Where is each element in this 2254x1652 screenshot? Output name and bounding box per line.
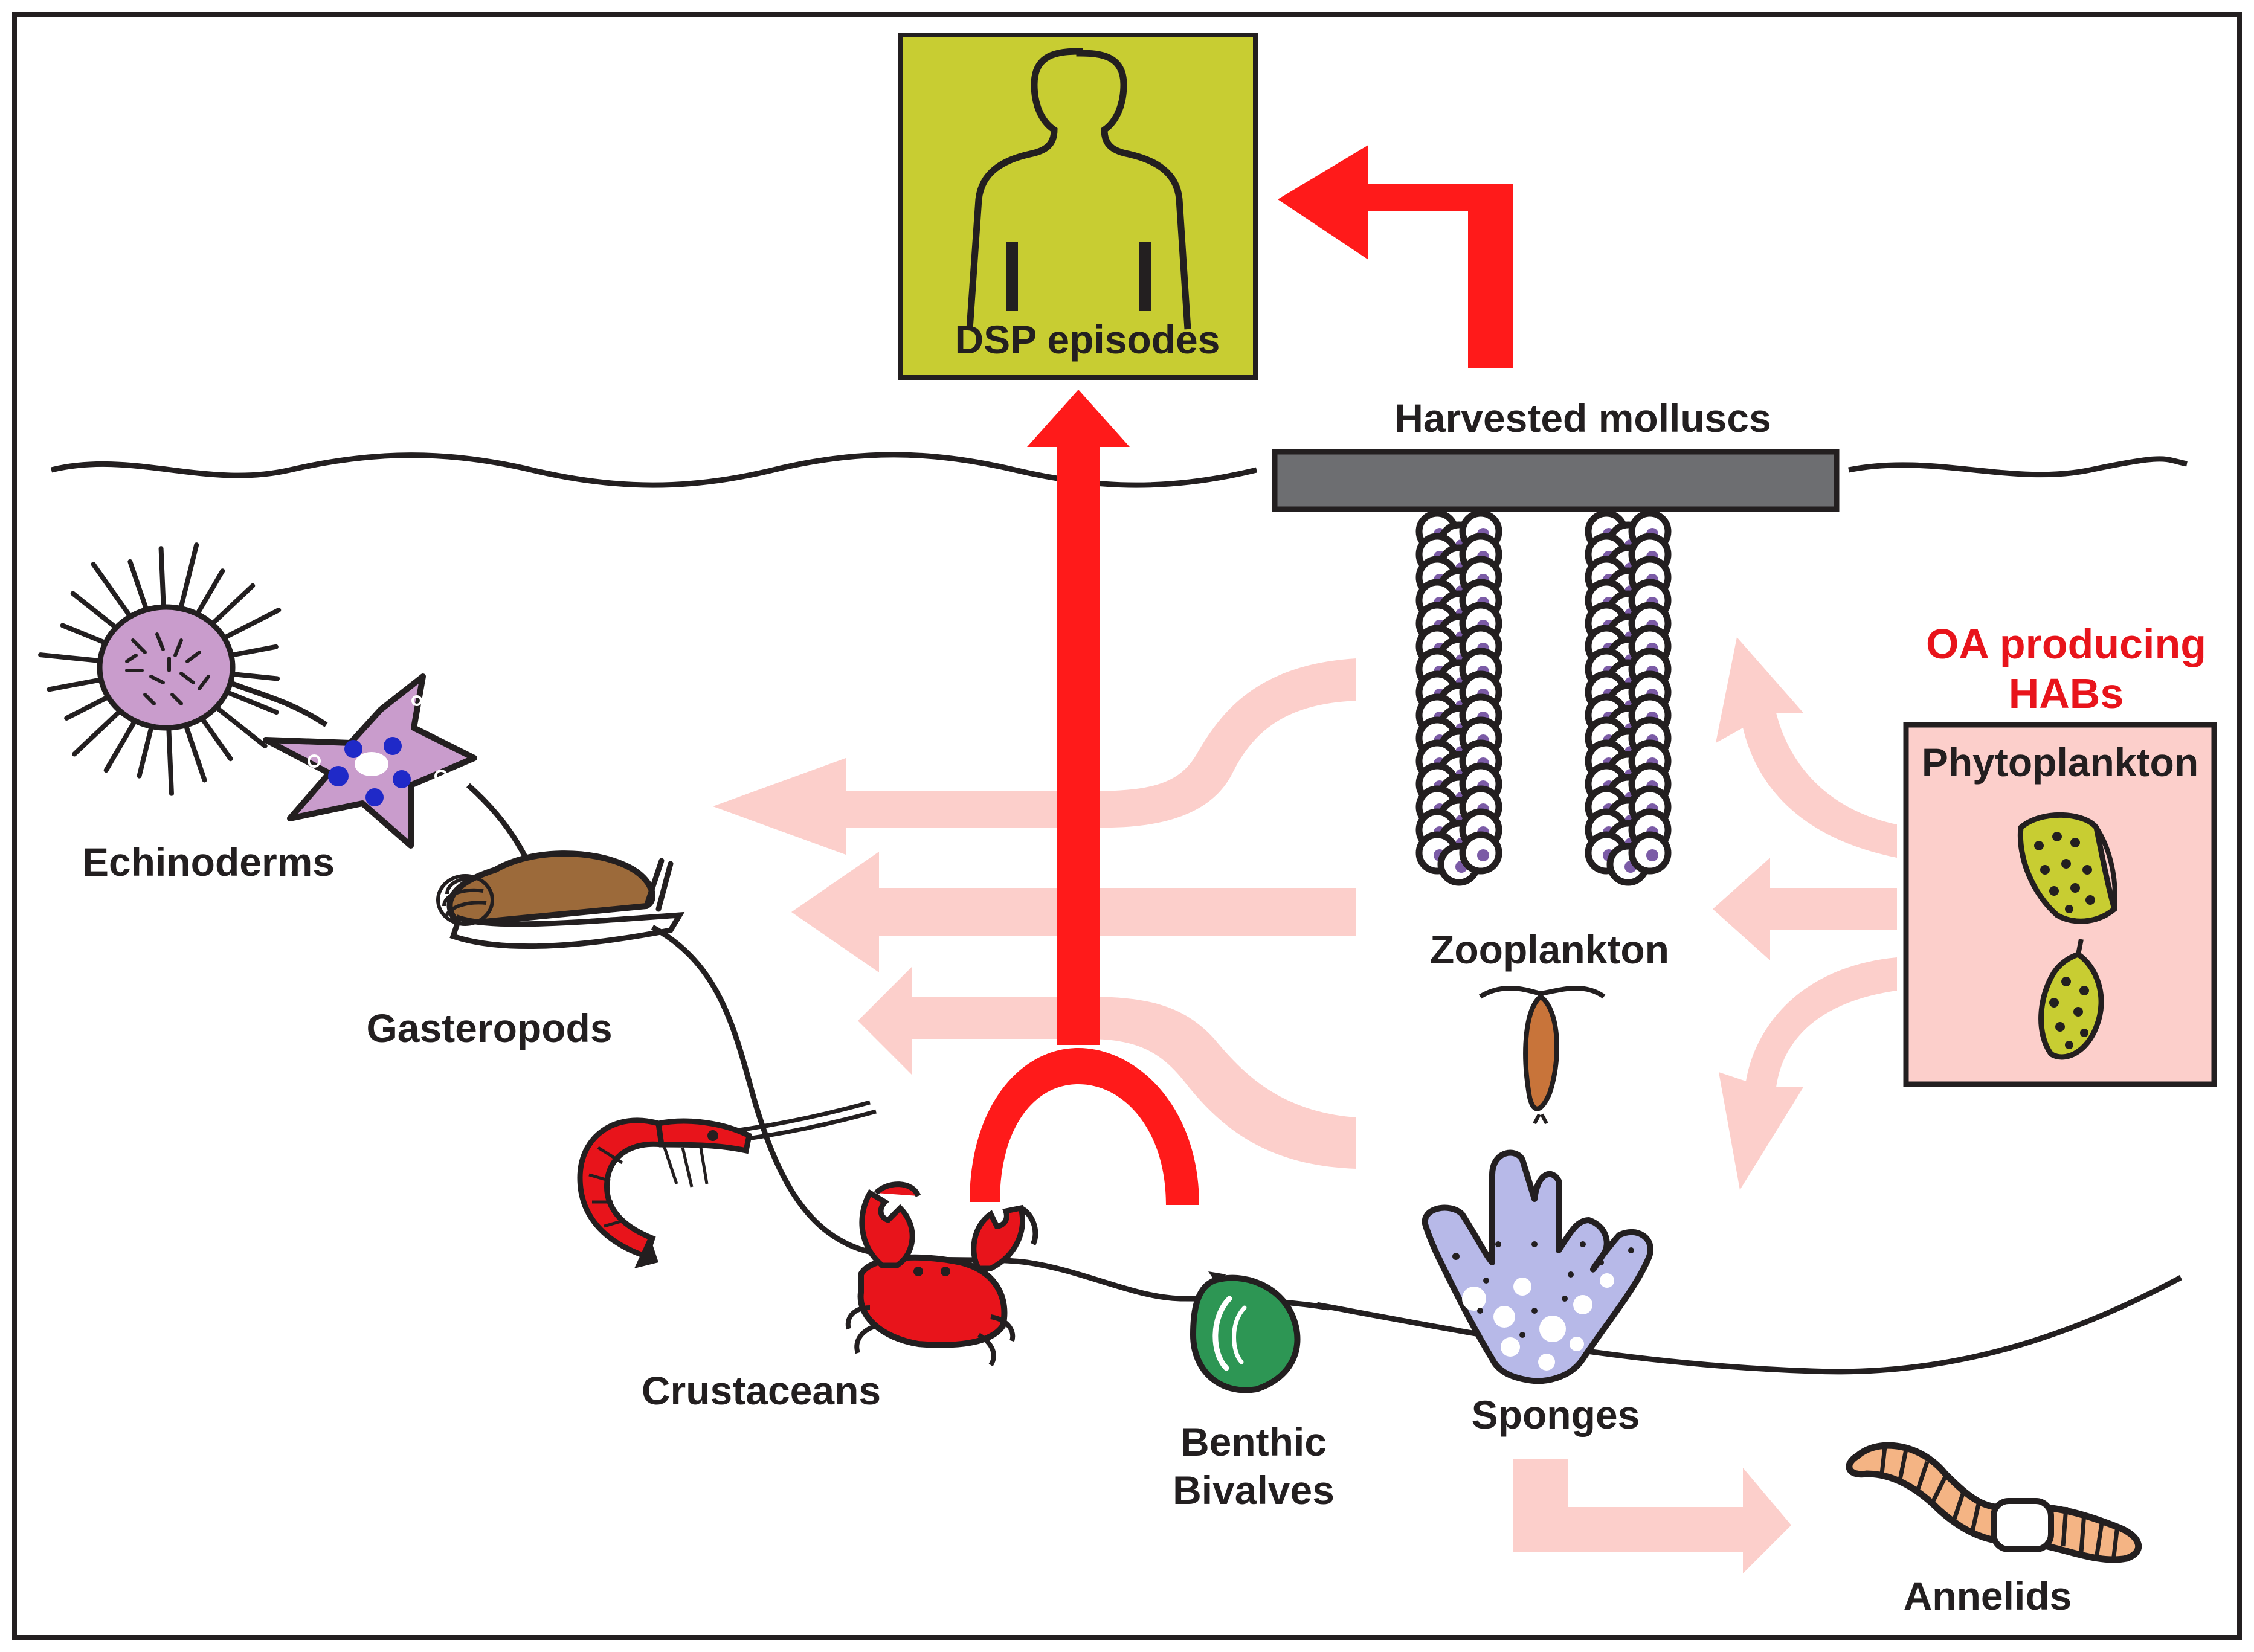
urchin-spine bbox=[208, 701, 268, 748]
red-transfer-arrows bbox=[970, 145, 1513, 1205]
oa-producing-label: OA producing bbox=[1926, 620, 2206, 667]
mussel-shell bbox=[1459, 831, 1502, 875]
urchin-spine bbox=[137, 721, 155, 779]
pink-arrow-upper-right bbox=[1716, 637, 1897, 858]
dsp-episodes-label: DSP episodes bbox=[955, 317, 1220, 362]
bivalve-icon bbox=[1190, 1271, 1301, 1393]
pink-arrow-lower-right bbox=[1719, 957, 1897, 1190]
urchin-spine bbox=[72, 704, 127, 757]
pink-arrow-annelids bbox=[1513, 1459, 1791, 1573]
gasteropods-label: Gasteropods bbox=[366, 1006, 612, 1050]
pink-arrow-mid-right bbox=[1713, 858, 1897, 960]
seabed-line bbox=[1316, 1275, 2183, 1375]
annelids-label: Annelids bbox=[1904, 1573, 2072, 1618]
urchin-spine bbox=[166, 722, 174, 796]
pink-arrow-left-1 bbox=[713, 658, 1356, 855]
crustaceans-label: Crustaceans bbox=[642, 1368, 881, 1413]
urchin-spine bbox=[91, 562, 136, 623]
habs-label: HABs bbox=[2009, 670, 2124, 717]
snail-icon bbox=[436, 850, 685, 950]
echinoderms-label: Echinoderms bbox=[82, 840, 335, 884]
urchin-spine bbox=[70, 591, 124, 634]
urchin-spine bbox=[103, 715, 140, 773]
worm-icon bbox=[1846, 1442, 2142, 1563]
pink-flow-arrows-right bbox=[1713, 637, 1897, 1190]
food-chain-link-star-snail bbox=[466, 783, 529, 860]
sponges-label: Sponges bbox=[1472, 1392, 1640, 1437]
urchin-spine bbox=[158, 546, 166, 613]
phytoplankton-label: Phytoplankton bbox=[1922, 740, 2198, 785]
pink-arrow-left-3 bbox=[858, 966, 1356, 1169]
crab-icon bbox=[845, 1181, 1038, 1367]
mussel-rope-icon bbox=[1415, 510, 1672, 886]
mussel-shell bbox=[1628, 831, 1672, 875]
urchin-spine bbox=[177, 542, 199, 614]
urchin-spine bbox=[192, 568, 225, 620]
starfish-icon bbox=[263, 673, 477, 849]
food-chain-link-urchin-star bbox=[228, 680, 328, 727]
benthic-label: Benthic bbox=[1180, 1419, 1327, 1464]
dsp-episodes-box: DSP episodes bbox=[898, 33, 1258, 380]
sea-surface-line bbox=[50, 452, 2188, 488]
red-arrow-fork bbox=[970, 1048, 1199, 1205]
red-arrow-molluscs-to-human bbox=[1278, 145, 1513, 368]
human-arm-left bbox=[1006, 242, 1018, 311]
red-arrow-benthic-to-human bbox=[1027, 390, 1130, 1045]
urchin-spine bbox=[127, 559, 150, 616]
human-silhouette-icon bbox=[966, 48, 1191, 330]
shrimp-icon bbox=[577, 1117, 753, 1268]
urchin-spine bbox=[182, 719, 207, 783]
mollusc-raft-bar bbox=[1272, 449, 1840, 512]
urchin-spine bbox=[214, 608, 282, 644]
sponge-icon bbox=[1422, 1149, 1653, 1384]
urchin-spine bbox=[196, 712, 233, 762]
phytoplankton-box: Phytoplankton bbox=[1903, 722, 2217, 1087]
zooplankton-label: Zooplankton bbox=[1430, 927, 1669, 972]
dinoflagellate-icon bbox=[2017, 812, 2118, 1060]
bivalves-label: Bivalves bbox=[1173, 1468, 1335, 1512]
sea-urchin-icon bbox=[38, 542, 282, 796]
human-arm-right bbox=[1139, 242, 1151, 311]
urchin-spine bbox=[205, 583, 256, 631]
harvested-molluscs-label: Harvested molluscs bbox=[1394, 396, 1771, 440]
copepod-icon bbox=[1478, 986, 1606, 1125]
